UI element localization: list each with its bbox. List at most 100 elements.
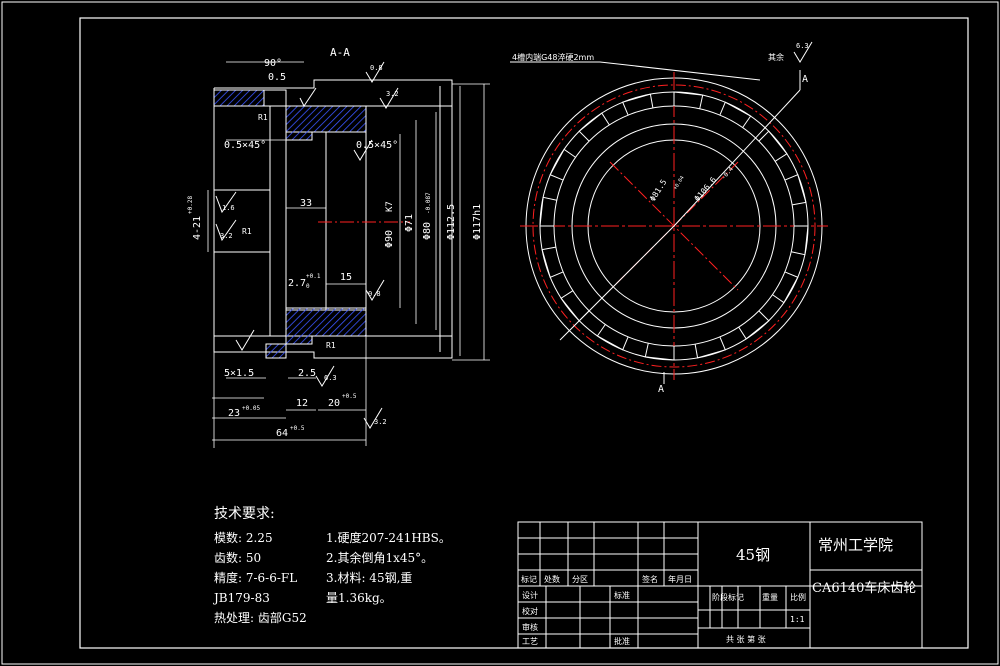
section-dimensions	[207, 61, 490, 448]
tech-right: 1.硬度207-241HBS。 2.其余倒角1x45°。 3.材料: 45钢,重…	[326, 530, 451, 605]
hole-note: 4槽内端G48淬硬2mm	[512, 52, 594, 62]
tb-material: 45钢	[736, 546, 770, 564]
dim-bore-fit: K7	[385, 201, 395, 212]
spline-tooth	[644, 343, 675, 361]
rough-rest-label: 其余	[768, 52, 784, 62]
dim-chamfer-top: 0.5	[268, 72, 286, 83]
dim-1125: Φ112.5	[446, 204, 457, 240]
dim-groove-tol: +0.1	[306, 273, 321, 280]
dim-groove-tol0: 0	[306, 283, 310, 290]
spline-tooth	[694, 336, 726, 359]
tech-left-3: 精度: 7-6-6-FL	[214, 570, 297, 585]
tb-scale-label: 比例	[790, 592, 806, 602]
spline-tooth	[784, 174, 807, 206]
dim-80-tol: -0.087	[425, 192, 432, 214]
spline-tooth	[791, 225, 809, 256]
spline-teeth	[539, 91, 809, 361]
dim-23-tol: +0.05	[242, 405, 260, 412]
tech-right-2: 2.其余倒角1x45°。	[326, 550, 433, 565]
tech-left-1: 模数: 2.25	[214, 530, 273, 545]
dim-keyslot-tol: +0.28	[187, 196, 194, 214]
front-view	[510, 61, 828, 384]
dim-20-tol: +0.5	[342, 393, 357, 400]
rough-32-b: 3.2	[220, 232, 233, 240]
tb-row-3: 分区	[572, 575, 588, 584]
dim-80: Φ80	[422, 222, 433, 240]
rough-16-a: 1.6	[222, 204, 235, 212]
dim-groove: 2.7	[288, 278, 306, 289]
tech-left: 模数: 2.25 齿数: 50 精度: 7-6-6-FL JB179-83 热处…	[212, 530, 307, 625]
rough-63-a: 6.3	[324, 374, 337, 382]
tb-standard: 标准	[614, 590, 630, 600]
dim-15: 15	[340, 272, 352, 283]
tech-left-4: JB179-83	[212, 591, 270, 605]
marker-a-top: A	[802, 74, 808, 85]
tb-check: 校对	[522, 606, 538, 616]
tb-stage: 阶段标记	[712, 592, 744, 602]
dim-chamfer-right: 0.5×45°	[356, 140, 398, 151]
roughness-marks	[215, 61, 399, 429]
spline-tooth	[772, 271, 799, 304]
spline-tooth	[719, 101, 752, 128]
title-block	[517, 521, 923, 649]
section-label: A-A	[330, 46, 350, 59]
spline-tooth	[541, 246, 564, 278]
tech-heading: 技术要求:	[214, 506, 275, 522]
dim-33: 33	[300, 198, 312, 209]
dim-bore: Φ90	[384, 230, 395, 248]
tech-left-2: 齿数: 50	[214, 550, 261, 565]
tb-row-2: 处数	[544, 574, 560, 584]
rough-rest-value: 6.3	[796, 42, 809, 50]
dim-angle: 90°	[264, 58, 282, 69]
tb-weight: 重量	[762, 592, 778, 602]
tb-approve: 批准	[614, 636, 630, 646]
marker-a-bottom: A	[658, 384, 664, 395]
tb-row-4: 签名	[642, 574, 658, 584]
tech-right-1: 1.硬度207-241HBS。	[326, 530, 451, 545]
rough-32-c: 3.2	[374, 418, 387, 426]
dim-12: 12	[296, 398, 308, 409]
tech-left-5: 热处理: 齿部G52	[214, 610, 307, 625]
rough-rest-mark	[793, 41, 813, 63]
dim-23: 23	[228, 408, 240, 419]
dim-64: 64	[276, 428, 288, 439]
dim-71: Φ71	[404, 214, 415, 232]
tb-school: 常州工学院	[818, 536, 893, 554]
tech-right-3: 3.材料: 45钢,重	[326, 571, 412, 585]
rough-32-a: 3.2	[386, 90, 399, 98]
spline-tooth	[673, 91, 704, 109]
r-label-b: R1	[242, 227, 252, 236]
hatch-regions	[213, 89, 367, 359]
spline-tooth	[622, 93, 654, 116]
tb-part-name: CA6140车床齿轮	[812, 580, 916, 596]
r-label-c: R1	[326, 341, 336, 350]
d106-label: Φ106.6	[693, 175, 719, 203]
tb-scale: 1:1	[790, 615, 805, 624]
tb-review: 审核	[522, 622, 538, 632]
dim-25: 2.5	[298, 368, 316, 379]
d815-tol: +0.04	[673, 175, 686, 191]
spline-tooth	[560, 290, 590, 322]
dim-chamfer-left: 0.5×45°	[224, 140, 266, 151]
spline-tooth	[578, 112, 610, 142]
dim-groove5: 5×1.5	[224, 368, 254, 379]
tb-design: 设计	[522, 590, 538, 600]
r-label-a: R1	[258, 113, 268, 122]
rough-08-b: 0.8	[368, 290, 381, 298]
spline-tooth	[738, 310, 770, 340]
tb-sheets: 共 张 第 张	[726, 634, 766, 644]
spline-tooth	[758, 130, 788, 162]
spline-tooth	[596, 324, 629, 351]
dim-20: 20	[328, 398, 340, 409]
dim-117: Φ117h1	[472, 204, 483, 240]
tb-process: 工艺	[522, 637, 538, 646]
spline-tooth	[549, 148, 576, 181]
tech-right-4: 量1.36kg。	[326, 591, 392, 605]
dim-64-tol: +0.5	[290, 425, 305, 432]
tb-row-1: 标记	[521, 574, 537, 584]
spline-tooth	[539, 196, 557, 227]
d815-label: Φ81.5	[648, 178, 668, 203]
rough-08-a: 0.8	[370, 64, 383, 72]
